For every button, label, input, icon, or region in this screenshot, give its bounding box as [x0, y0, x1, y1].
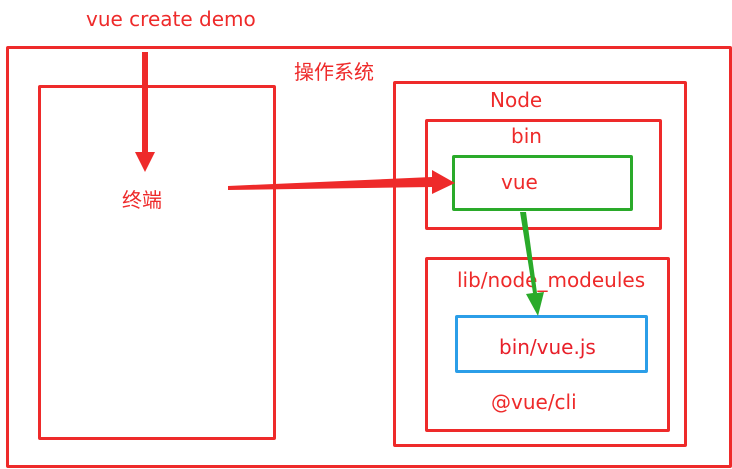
vue-label: vue — [501, 170, 538, 194]
arrow-terminal-to-vue — [228, 170, 455, 194]
lib-label: lib/node_modeules — [457, 268, 646, 292]
arrow-command-to-terminal — [135, 52, 155, 172]
os-label: 操作系统 — [294, 60, 374, 84]
command-text: vue create demo — [86, 7, 256, 31]
vue-js-box — [455, 315, 648, 373]
vue-cli-label: @vue/cli — [491, 390, 577, 414]
bin-box — [425, 119, 662, 230]
os-box — [6, 46, 732, 468]
arrow-vue-to-vuejs — [520, 212, 544, 316]
bin-label: bin — [511, 124, 542, 148]
terminal-label: 终端 — [122, 188, 162, 212]
node-box — [393, 81, 687, 447]
lib-box — [425, 257, 670, 432]
vue-js-label: bin/vue.js — [499, 335, 596, 359]
node-label: Node — [490, 88, 543, 112]
terminal-box — [38, 85, 276, 440]
